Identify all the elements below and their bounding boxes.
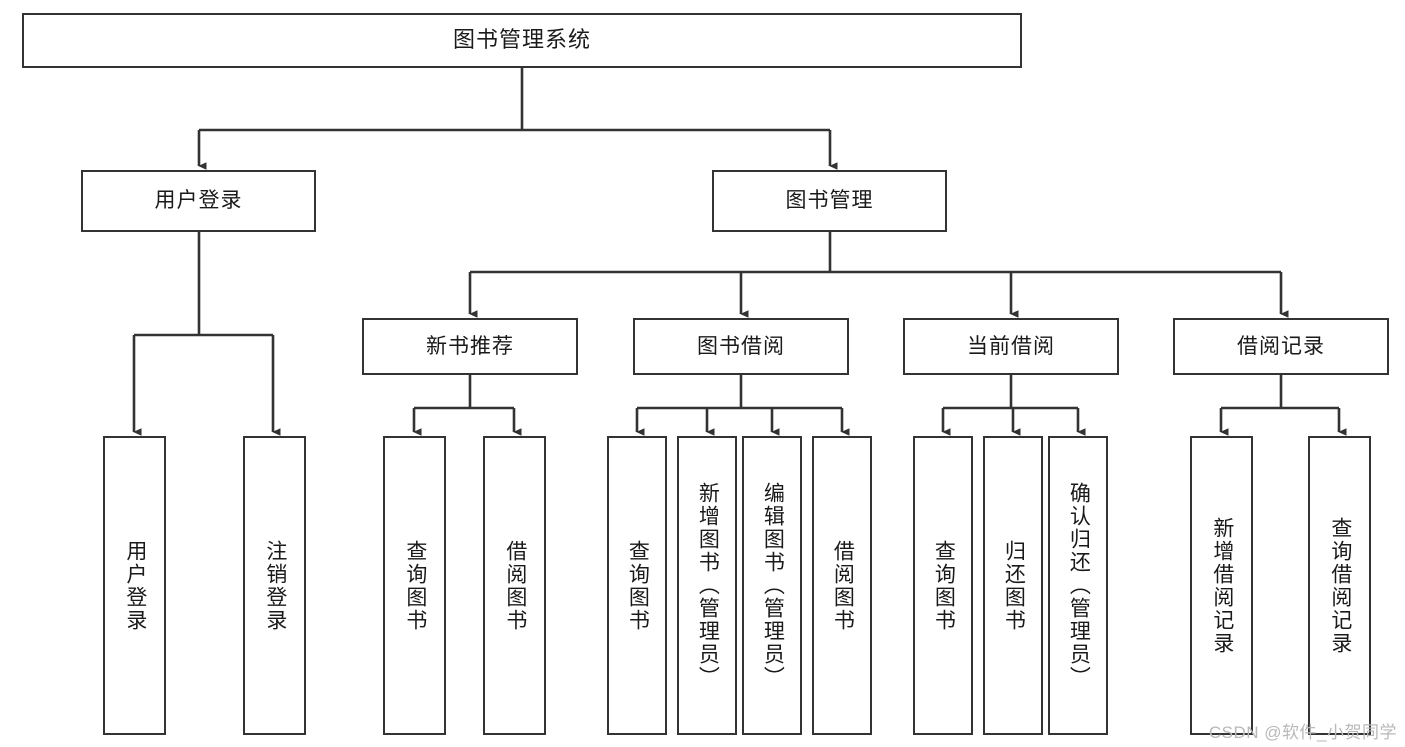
node-leaf-query-book-borrow[interactable]: 查询图书 bbox=[607, 436, 667, 735]
node-leaf-user-login[interactable]: 用户登录 bbox=[103, 436, 166, 735]
node-label: 查询图书 bbox=[403, 539, 427, 632]
node-label: 图书借阅 bbox=[697, 334, 785, 358]
node-leaf-borrow-book-borrow[interactable]: 借阅图书 bbox=[812, 436, 872, 735]
node-label: 新增图书（管理员） bbox=[696, 482, 720, 689]
node-leaf-add-book-admin[interactable]: 新增图书（管理员） bbox=[677, 436, 737, 735]
node-label: 用户登录 bbox=[123, 539, 147, 632]
node-label: 借阅图书 bbox=[831, 539, 855, 632]
node-label: 查询图书 bbox=[932, 539, 956, 632]
node-current-borrow[interactable]: 当前借阅 bbox=[903, 318, 1119, 375]
node-user-login[interactable]: 用户登录 bbox=[81, 170, 316, 232]
node-leaf-confirm-return-admin[interactable]: 确认归还（管理员） bbox=[1048, 436, 1108, 735]
node-label: 借阅记录 bbox=[1237, 334, 1325, 358]
node-leaf-query-book-current[interactable]: 查询图书 bbox=[913, 436, 973, 735]
node-label: 编辑图书（管理员） bbox=[761, 482, 785, 689]
node-label: 查询借阅记录 bbox=[1328, 516, 1352, 655]
node-book-management[interactable]: 图书管理 bbox=[712, 170, 947, 232]
node-book-borrow[interactable]: 图书借阅 bbox=[633, 318, 849, 375]
node-label: 图书管理 bbox=[785, 189, 874, 213]
node-leaf-query-borrow-record[interactable]: 查询借阅记录 bbox=[1308, 436, 1371, 735]
node-leaf-query-book-recommend[interactable]: 查询图书 bbox=[383, 436, 446, 735]
node-leaf-edit-book-admin[interactable]: 编辑图书（管理员） bbox=[742, 436, 802, 735]
node-leaf-add-borrow-record[interactable]: 新增借阅记录 bbox=[1190, 436, 1253, 735]
node-label: 注销登录 bbox=[263, 539, 287, 632]
node-label: 当前借阅 bbox=[967, 334, 1055, 358]
node-label: 归还图书 bbox=[1002, 539, 1026, 632]
node-borrow-record[interactable]: 借阅记录 bbox=[1173, 318, 1389, 375]
node-label: 用户登录 bbox=[154, 189, 243, 213]
node-leaf-return-book[interactable]: 归还图书 bbox=[983, 436, 1043, 735]
node-label: 确认归还（管理员） bbox=[1067, 482, 1091, 689]
node-new-book-recommend[interactable]: 新书推荐 bbox=[362, 318, 578, 375]
node-root-book-management-system[interactable]: 图书管理系统 bbox=[22, 13, 1022, 68]
node-label: 查询图书 bbox=[626, 539, 650, 632]
node-label: 新书推荐 bbox=[426, 334, 514, 358]
node-label: 图书管理系统 bbox=[452, 27, 591, 53]
node-leaf-logout[interactable]: 注销登录 bbox=[243, 436, 306, 735]
node-label: 新增借阅记录 bbox=[1210, 516, 1234, 655]
node-leaf-borrow-book-recommend[interactable]: 借阅图书 bbox=[483, 436, 546, 735]
node-label: 借阅图书 bbox=[503, 539, 527, 632]
